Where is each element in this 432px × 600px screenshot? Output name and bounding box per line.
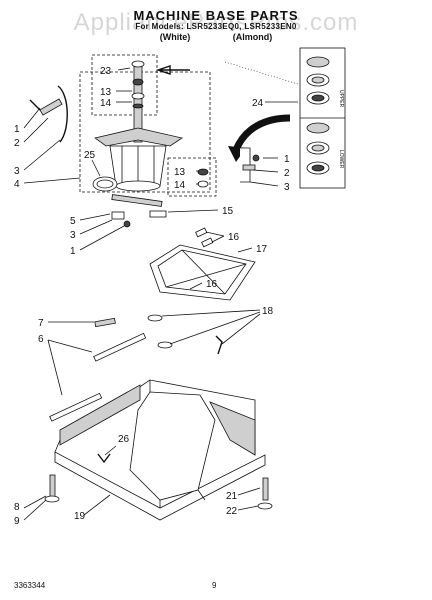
- spring-clip: [111, 211, 125, 220]
- callout-22: 22: [226, 506, 238, 517]
- callout-16-lower: 16: [206, 279, 218, 290]
- leveling-leg-left: [44, 474, 60, 503]
- callout-1-mid: 1: [70, 246, 76, 257]
- leveling-leg-right: [257, 477, 273, 510]
- callout-1-right: 1: [284, 154, 290, 165]
- upper-seal-group-box: [91, 54, 158, 116]
- transmission-group-box: [79, 71, 211, 193]
- callout-19: 19: [74, 511, 86, 522]
- callout-17: 17: [256, 244, 268, 255]
- inset-label-lower: LOWER: [338, 150, 344, 169]
- callout-23: 23: [100, 66, 112, 77]
- upper-bearing-stack: [306, 56, 330, 105]
- callout-21: 21: [226, 491, 238, 502]
- callout-9: 9: [14, 516, 20, 527]
- part-6-upper: [93, 332, 147, 362]
- callout-7: 7: [38, 318, 44, 329]
- lower-bearing-stack: [306, 122, 330, 175]
- callout-4: 4: [14, 179, 20, 190]
- inset-label-upper: UPPER: [338, 90, 344, 108]
- left-clamp-assembly: [29, 85, 68, 143]
- document-number: 3363344: [14, 581, 46, 590]
- machine-base-frame: [54, 379, 266, 521]
- right-clamp-assembly: [240, 147, 260, 183]
- spring: [149, 210, 167, 218]
- direction-arrow: [155, 65, 190, 75]
- drive-shaft: [131, 60, 145, 143]
- callout-2-right: 2: [284, 168, 290, 179]
- callout-14: 14: [100, 98, 112, 109]
- part-6-lower: [49, 392, 103, 422]
- brake-bar: [111, 194, 163, 207]
- callout-16-upper: 16: [228, 232, 240, 243]
- callout-3-right: 3: [284, 182, 290, 193]
- curved-arrow: [232, 114, 291, 152]
- part-7: [94, 317, 116, 328]
- watermark: AppliancePartsPros.com: [73, 9, 359, 36]
- model-numbers: For Models: LSR5233EQ0, LSR5233EN0: [135, 22, 297, 31]
- callout-1-left: 1: [14, 124, 20, 135]
- callout-14-lower: 14: [174, 180, 186, 191]
- callout-13-lower: 13: [174, 167, 186, 178]
- callout-25: 25: [84, 150, 96, 161]
- callout-15: 15: [222, 206, 234, 217]
- callout-labels: 23 13 14 1 2 3 4 25 24 13 14 1 2 3 5 3 1…: [14, 66, 290, 527]
- page-number: 9: [212, 581, 217, 590]
- transmission-assembly: [94, 127, 183, 192]
- callout-13: 13: [100, 87, 112, 98]
- callout-5: 5: [70, 216, 76, 227]
- tub-support-frame: [149, 244, 256, 301]
- callout-3-left: 3: [14, 166, 20, 177]
- callout-8: 8: [14, 502, 20, 513]
- lower-seal-group-box: [167, 157, 217, 197]
- callout-18: 18: [262, 306, 274, 317]
- callout-24: 24: [252, 98, 264, 109]
- model-colors: (White) (Almond): [159, 32, 273, 42]
- page-title: MACHINE BASE PARTS: [133, 8, 299, 23]
- callout-2-left: 2: [14, 138, 20, 149]
- callout-3-mid: 3: [70, 230, 76, 241]
- part-26: [97, 453, 111, 464]
- callout-26: 26: [118, 434, 130, 445]
- callout-6: 6: [38, 334, 44, 345]
